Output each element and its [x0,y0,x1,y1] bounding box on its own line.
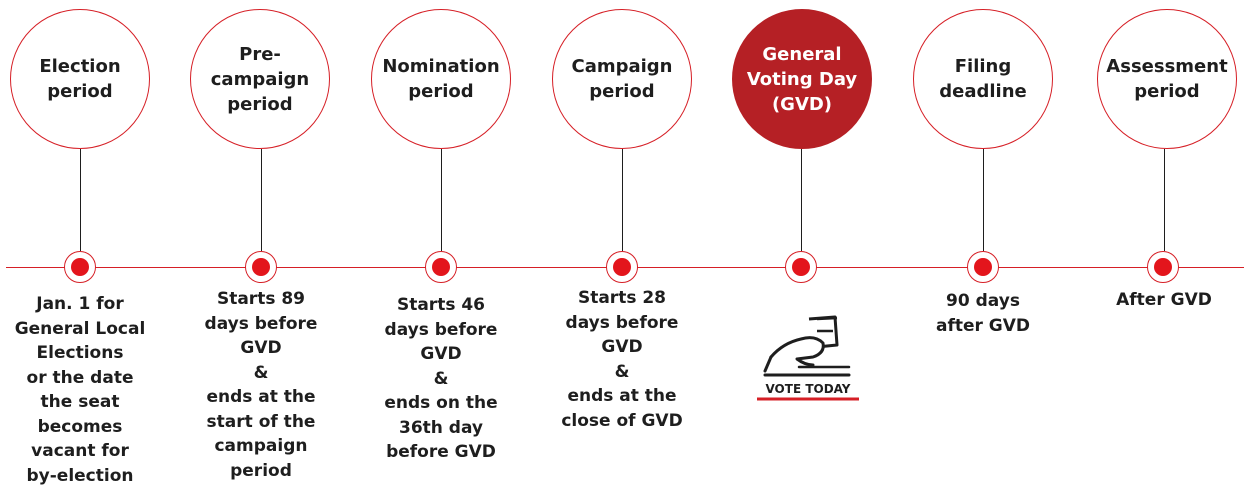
stage-assessment-period: Assessment period After GVD [1063,0,1243,491]
stage-description: Starts 28 days before GVD & ends at the … [561,288,683,431]
stage-connector [441,149,442,251]
stage-connector [1164,149,1165,251]
stage-bubble: Nomination period [371,9,511,149]
stage-connector [801,149,802,251]
stage-connector [983,149,984,251]
stage-description: 90 days after GVD [935,291,1031,336]
stage-title: Campaign period [571,56,673,102]
marker-dot [792,258,810,276]
timeline-marker [64,251,96,283]
timeline-marker [967,251,999,283]
stage-bubble: Assessment period [1097,9,1237,149]
stage-description: Jan. 1 for General Local Elections or th… [14,294,146,486]
stage-title: Filing deadline [939,56,1027,102]
stage-general-voting-day: General Voting Day (GVD) VOTE TODAY [712,0,892,491]
stage-bubble: Pre-campaign period [190,9,330,149]
marker-dot [974,258,992,276]
stage-description: Starts 46 days before GVD & ends on the … [384,295,498,462]
ballot-box-vote-icon: VOTE TODAY [757,315,859,401]
stage-connector [261,149,262,251]
stage-bubble: Election period [10,9,150,149]
timeline-marker [1147,251,1179,283]
timeline-marker [245,251,277,283]
marker-dot [71,258,89,276]
stage-bubble: Filing deadline [913,9,1053,149]
stage-filing-deadline: Filing deadline 90 days after GVD [893,0,1073,491]
marker-dot [252,258,270,276]
stage-description: Starts 89 days before GVD & ends at the … [204,289,318,481]
stage-connector [622,149,623,251]
marker-dot [1154,258,1172,276]
stage-bubble: Campaign period [552,9,692,149]
marker-dot [432,258,450,276]
stage-bubble-active: General Voting Day (GVD) [732,9,872,149]
timeline-marker [606,251,638,283]
stage-connector [80,149,81,251]
marker-dot [613,258,631,276]
stage-pre-campaign-period: Pre-campaign period Starts 89 days befor… [171,0,351,491]
stage-campaign-period: Campaign period Starts 28 days before GV… [532,0,712,491]
stage-description: After GVD [1116,290,1212,310]
timeline-marker [785,251,817,283]
stage-nomination-period: Nomination period Starts 46 days before … [351,0,531,491]
stage-title: General Voting Day (GVD) [746,43,858,115]
stage-title: Nomination period [382,56,500,102]
stage-title: Pre-campaign period [210,43,310,115]
stage-election-period: Election period Jan. 1 for General Local… [0,0,170,491]
stage-title: Assessment period [1106,56,1228,102]
timeline-marker [425,251,457,283]
stage-title: Election period [39,56,121,102]
vote-today-label: VOTE TODAY [765,382,850,396]
